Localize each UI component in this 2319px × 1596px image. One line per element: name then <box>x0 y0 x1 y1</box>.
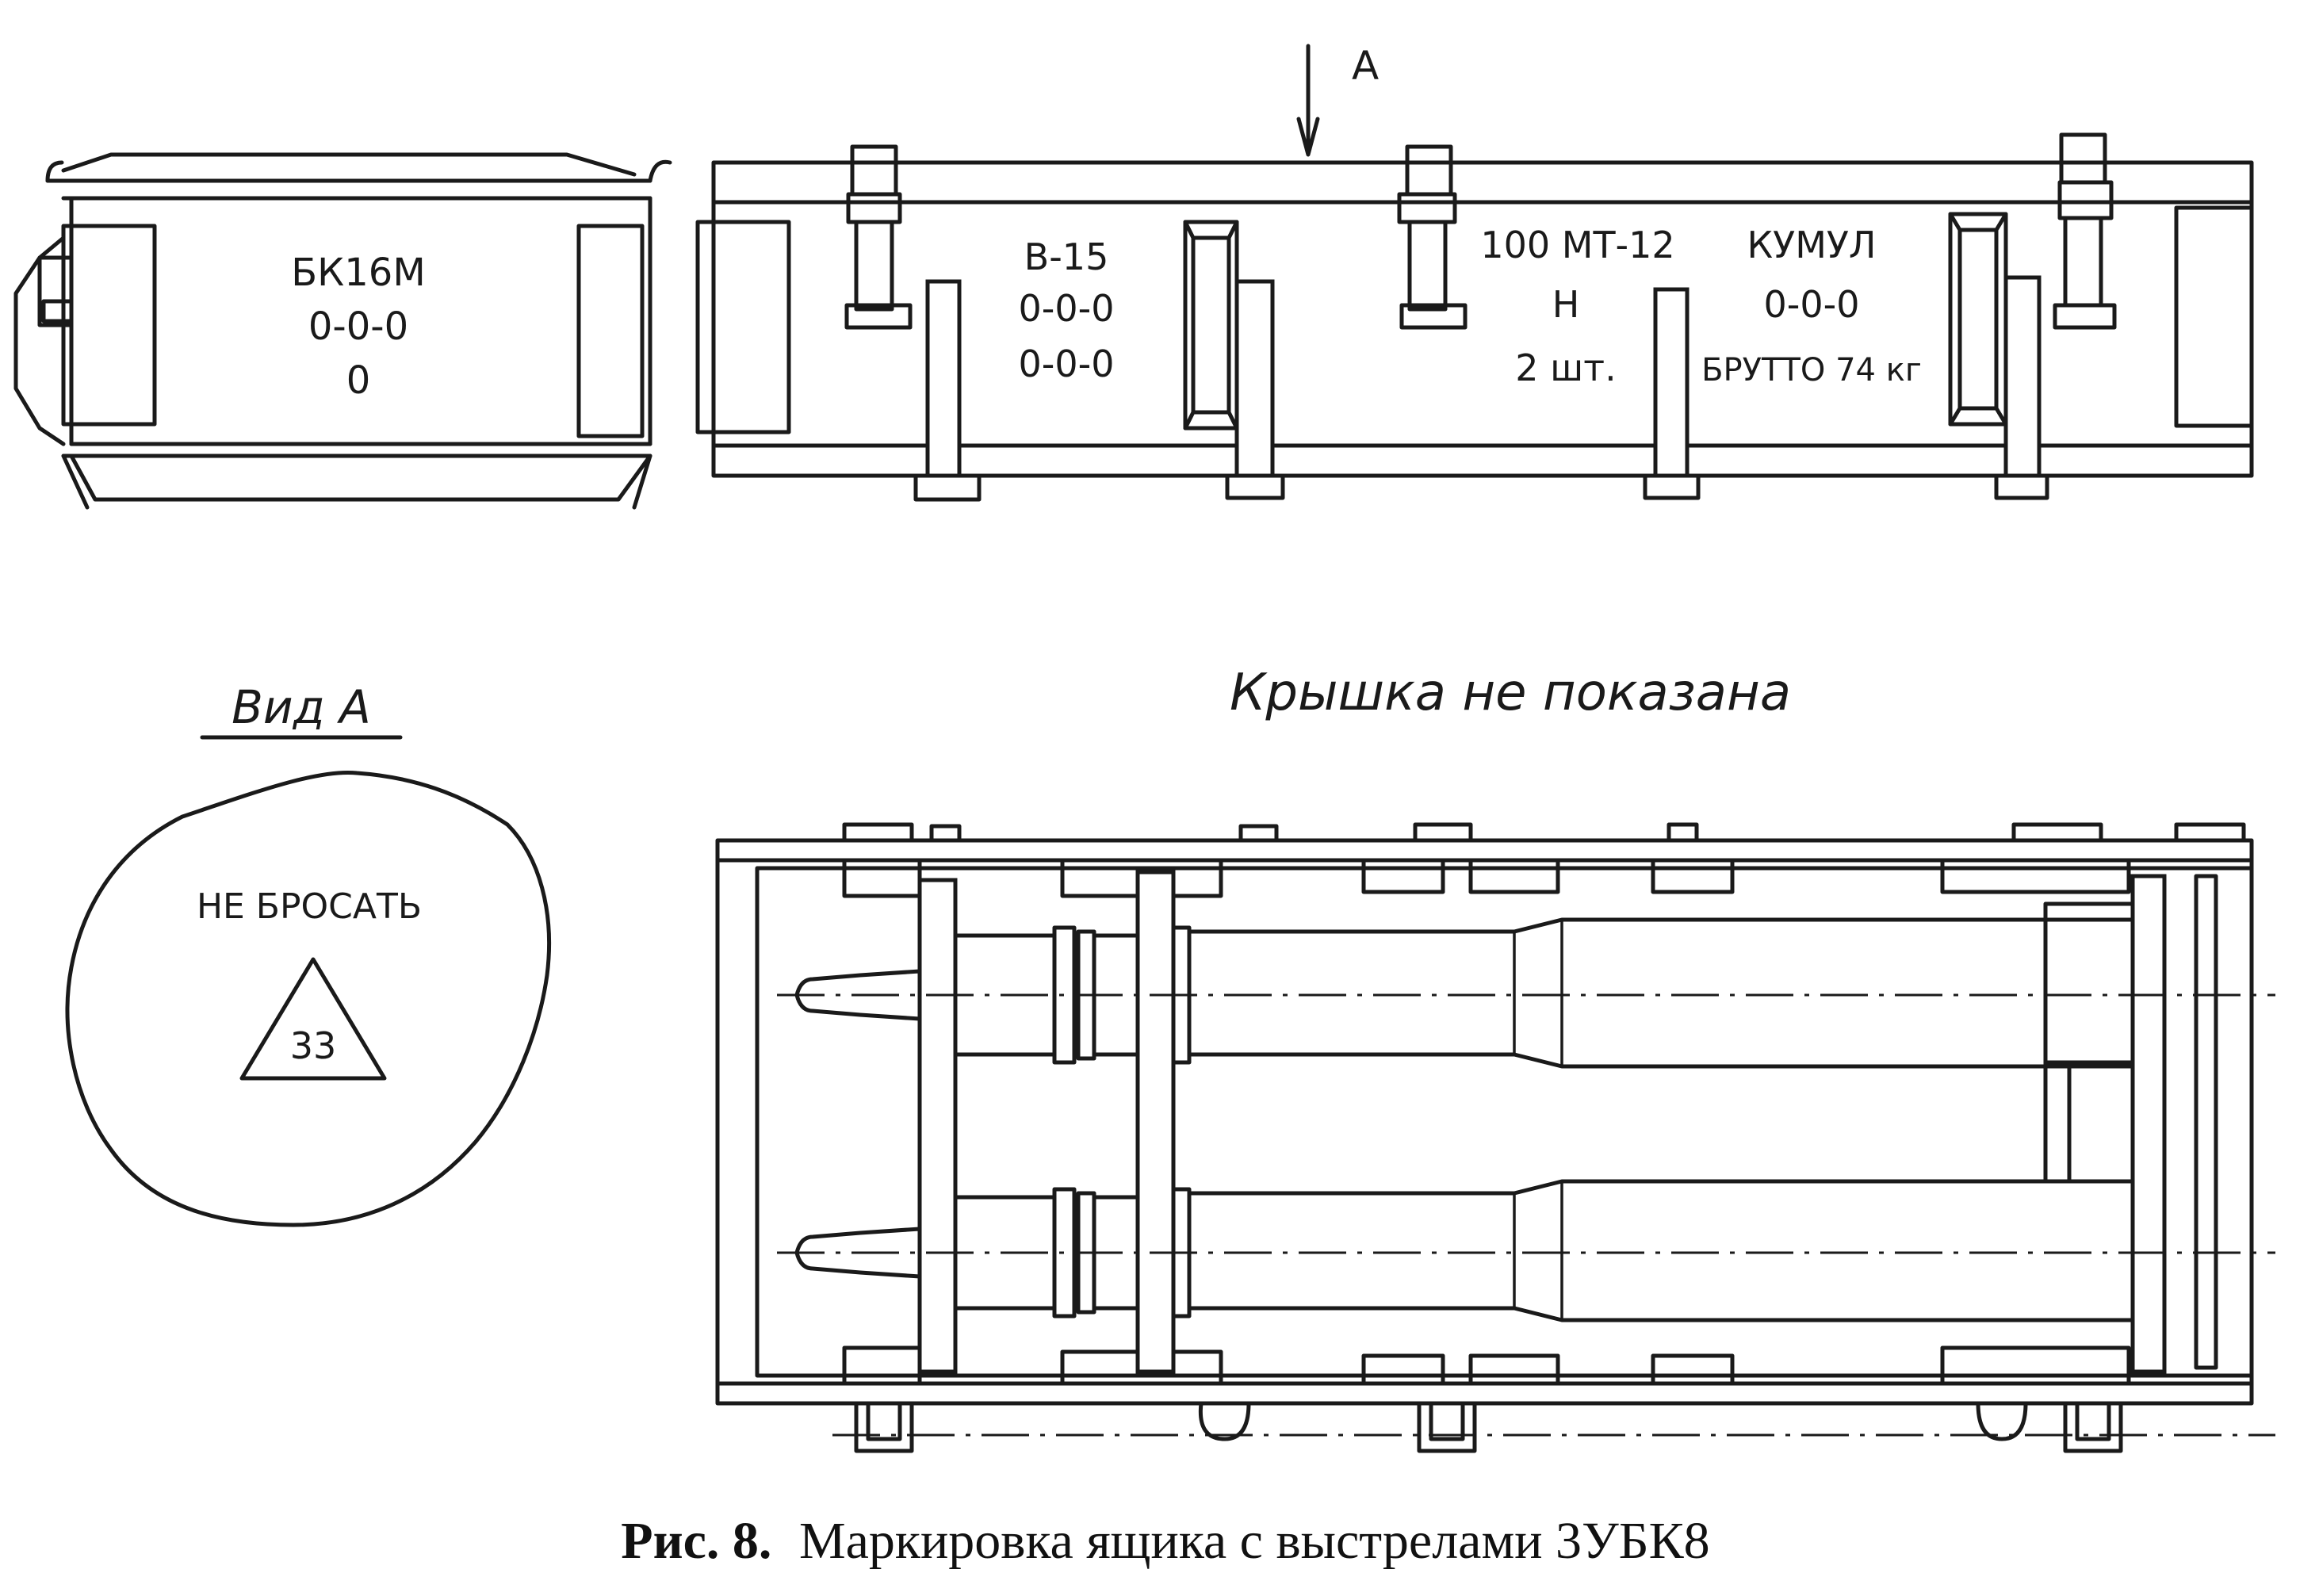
side-left-line-1: В-15 <box>1024 235 1109 278</box>
side-right-line-2: 0-0-0 <box>1764 283 1860 326</box>
hand-grip <box>1948 212 2008 427</box>
view-a-outline <box>65 770 551 1227</box>
side-marking-right: КУМУЛ 0-0-0 БРУТТО 74 кг <box>1701 224 1922 388</box>
hazard-triangle <box>239 957 387 1081</box>
side-center-line-1: 100 МТ-12 <box>1480 224 1674 266</box>
lid-not-shown-note: Крышка не показана <box>1230 664 1791 722</box>
latch <box>2053 132 2117 330</box>
side-marking-left: В-15 0-0-0 0-0-0 <box>1019 235 1115 385</box>
side-right-line-3: БРУТТО 74 кг <box>1701 352 1922 388</box>
round-upper <box>777 917 2275 1069</box>
end-face-line-3: 0 <box>346 358 371 403</box>
box-plan-view <box>715 822 2275 1453</box>
side-center-line-2: Н <box>1552 283 1580 326</box>
hand-grip <box>1183 220 1239 431</box>
box-end-view <box>13 152 672 510</box>
round-lower <box>777 1179 2275 1322</box>
latch <box>844 144 913 330</box>
box-side-view <box>695 44 2254 502</box>
figure-caption: Рис. 8. Маркировка ящика с выстрелами 3У… <box>621 1512 1709 1570</box>
hazard-number: 33 <box>290 1024 337 1067</box>
view-a-label: Вид А <box>232 680 371 734</box>
arrow-label: А <box>1352 43 1379 89</box>
side-left-line-2: 0-0-0 <box>1019 287 1115 330</box>
end-face-line-1: БК16М <box>291 251 426 295</box>
side-marking-center: 100 МТ-12 Н 2 шт. <box>1480 224 1674 389</box>
side-left-line-3: 0-0-0 <box>1019 343 1115 385</box>
caption-text: Маркировка ящика с выстрелами 3УБК8 <box>799 1512 1710 1570</box>
end-face-marking: БК16М 0-0-0 0 <box>291 251 426 403</box>
end-face-line-2: 0-0-0 <box>308 304 408 349</box>
latch <box>1397 144 1468 330</box>
do-not-drop-label: НЕ БРОСАТЬ <box>197 886 422 927</box>
view-direction-arrow <box>1296 44 1320 157</box>
caption-prefix: Рис. 8. <box>621 1512 771 1570</box>
svg-text:Рис. 8. Маркировка ящика: Рис. 8. Маркировка ящика с выстрелами 3У… <box>621 1512 1709 1570</box>
side-center-line-3: 2 шт. <box>1515 346 1616 389</box>
side-right-line-1: КУМУЛ <box>1747 224 1877 266</box>
